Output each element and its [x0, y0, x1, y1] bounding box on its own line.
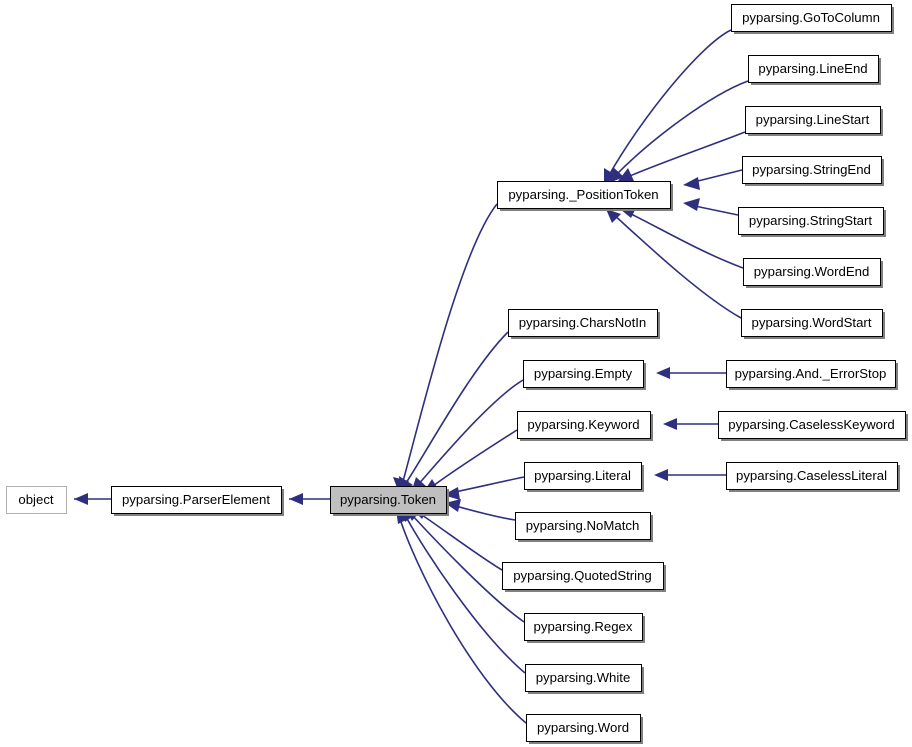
node-label: pyparsing.CharsNotIn — [519, 315, 647, 330]
class-node-object[interactable]: object — [6, 486, 67, 514]
node-label: pyparsing.WordStart — [752, 315, 872, 330]
node-rect[interactable] — [743, 258, 881, 286]
node-label: object — [18, 492, 54, 507]
nodes-layer: object pyparsing.ParserElement pyparsing.T… — [6, 4, 909, 745]
node-rect[interactable] — [497, 181, 671, 209]
class-node-positiontoken[interactable]: pyparsing._PositionToken — [497, 181, 674, 212]
inheritance-edge-parserelement-to-object — [74, 493, 111, 505]
node-rect[interactable] — [748, 55, 879, 83]
node-rect[interactable] — [738, 207, 884, 235]
inheritance-edge-anderrorstop-to-empty — [656, 367, 726, 379]
class-node-charsnotin[interactable]: pyparsing.CharsNotIn — [508, 309, 661, 340]
node-label: pyparsing.QuotedString — [513, 568, 652, 583]
class-node-stringend[interactable]: pyparsing.StringEnd — [742, 156, 885, 187]
class-node-linestart[interactable]: pyparsing.LineStart — [745, 106, 884, 137]
class-node-wordend[interactable]: pyparsing.WordEnd — [743, 258, 884, 289]
node-label: pyparsing.StringStart — [749, 213, 872, 228]
inheritance-edge-nomatch-to-token — [445, 499, 516, 521]
class-node-literal[interactable]: pyparsing.Literal — [524, 462, 645, 493]
class-node-regex[interactable]: pyparsing.Regex — [524, 613, 646, 644]
inheritance-edge-caselesskeyword-to-keyword — [663, 418, 718, 430]
node-rect[interactable] — [517, 411, 651, 439]
inheritance-edge-token-to-parserelement — [289, 493, 330, 505]
node-label: pyparsing.LineStart — [756, 112, 870, 127]
node-label: pyparsing.Regex — [534, 619, 633, 634]
node-label: pyparsing.ParserElement — [122, 492, 270, 507]
node-rect[interactable] — [524, 462, 642, 490]
class-node-nomatch[interactable]: pyparsing.NoMatch — [515, 512, 654, 543]
node-label: pyparsing.GoToColumn — [742, 10, 880, 25]
edges-layer — [74, 29, 749, 724]
class-node-white[interactable]: pyparsing.White — [525, 664, 645, 695]
node-rect[interactable] — [718, 411, 906, 439]
inheritance-edge-charsnotin-to-token — [399, 331, 509, 493]
class-node-word[interactable]: pyparsing.Word — [526, 714, 644, 745]
node-rect[interactable] — [502, 562, 664, 590]
node-label: pyparsing.LineEnd — [758, 61, 867, 76]
node-rect[interactable] — [508, 309, 658, 337]
inheritance-edge-keyword-to-token — [423, 429, 518, 493]
node-rect[interactable] — [726, 360, 896, 388]
node-label: pyparsing.White — [536, 670, 631, 685]
node-rect[interactable] — [523, 360, 644, 388]
class-node-parserelement[interactable]: pyparsing.ParserElement — [111, 486, 285, 517]
node-label: pyparsing._PositionToken — [508, 187, 658, 202]
class-node-caselesskeyword[interactable]: pyparsing.CaselessKeyword — [718, 411, 909, 442]
class-node-token[interactable]: pyparsing.Token — [330, 486, 450, 517]
node-rect[interactable] — [6, 486, 67, 514]
node-rect[interactable] — [515, 512, 651, 540]
class-node-anderrorstop[interactable]: pyparsing.And._ErrorStop — [726, 360, 899, 391]
node-rect[interactable] — [524, 613, 643, 641]
node-label: pyparsing.CaselessLiteral — [736, 468, 887, 483]
inheritance-edge-stringend-to-positiontoken — [683, 169, 743, 190]
class-node-wordstart[interactable]: pyparsing.WordStart — [741, 309, 886, 340]
class-node-lineend[interactable]: pyparsing.LineEnd — [748, 55, 882, 86]
inheritance-edge-literal-to-token — [443, 476, 525, 500]
node-rect[interactable] — [111, 486, 282, 514]
node-rect[interactable] — [741, 309, 883, 337]
node-rect[interactable] — [526, 714, 641, 742]
class-node-keyword[interactable]: pyparsing.Keyword — [517, 411, 654, 442]
inheritance-edge-linestart-to-positiontoken — [618, 131, 746, 181]
node-label: pyparsing.And._ErrorStop — [735, 366, 887, 381]
node-label: pyparsing.WordEnd — [754, 264, 870, 279]
node-rect[interactable] — [726, 462, 898, 490]
inheritance-edge-stringstart-to-positiontoken — [683, 198, 739, 216]
inheritance-edge-positiontoken-to-token — [393, 203, 498, 493]
node-rect[interactable] — [330, 486, 447, 514]
class-node-stringstart[interactable]: pyparsing.StringStart — [738, 207, 887, 238]
node-label: pyparsing.Token — [340, 492, 436, 507]
inheritance-edge-wordstart-to-positiontoken — [606, 209, 742, 319]
class-node-gotocolumn[interactable]: pyparsing.GoToColumn — [731, 4, 895, 35]
class-node-quotedstring[interactable]: pyparsing.QuotedString — [502, 562, 667, 593]
node-label: pyparsing.Word — [537, 720, 629, 735]
node-rect[interactable] — [731, 4, 892, 32]
node-label: pyparsing.Literal — [534, 468, 631, 483]
node-label: pyparsing.Empty — [534, 366, 633, 381]
node-label: pyparsing.StringEnd — [752, 162, 871, 177]
node-label: pyparsing.CaselessKeyword — [728, 417, 894, 432]
inheritance-edge-lineend-to-positiontoken — [609, 80, 749, 183]
inheritance-edge-quotedstring-to-token — [412, 507, 503, 571]
class-node-caselessliteral[interactable]: pyparsing.CaselessLiteral — [726, 462, 901, 493]
node-rect[interactable] — [525, 664, 642, 692]
inheritance-edge-gotocolumn-to-positiontoken — [604, 29, 732, 184]
node-label: pyparsing.NoMatch — [526, 518, 640, 533]
node-rect[interactable] — [745, 106, 881, 134]
node-label: pyparsing.Keyword — [527, 417, 639, 432]
inheritance-edge-caselessliteral-to-literal — [654, 469, 726, 481]
node-rect[interactable] — [742, 156, 882, 184]
class-node-empty[interactable]: pyparsing.Empty — [523, 360, 647, 391]
inheritance-edge-word-to-token — [396, 509, 527, 724]
